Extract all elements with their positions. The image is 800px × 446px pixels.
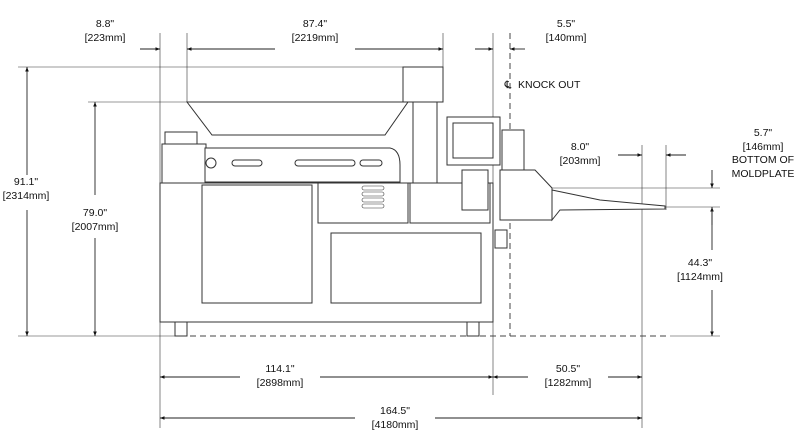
cap bbox=[164, 131, 198, 145]
moldplate-height-in: 44.3" bbox=[688, 257, 712, 269]
machine-side-view bbox=[159, 66, 666, 337]
knock-out-label: KNOCK OUT bbox=[518, 79, 581, 91]
right-foot bbox=[466, 321, 480, 337]
dimension-labels: 8.8" [223mm] 87.4" [2219mm] 5.5" [140mm]… bbox=[3, 18, 795, 431]
machine-length-mm: [2898mm] bbox=[257, 377, 304, 389]
mold-head bbox=[461, 169, 489, 211]
hopper-offset-in: 8.8" bbox=[96, 18, 115, 30]
knockout-offset-in: 5.5" bbox=[557, 18, 576, 30]
left-foot bbox=[174, 321, 188, 337]
column bbox=[412, 101, 438, 185]
lower-panel bbox=[330, 232, 482, 304]
hopper-height-in: 79.0" bbox=[83, 207, 107, 219]
machine-length-in: 114.1" bbox=[265, 363, 294, 375]
moldplate-gap-in: 5.7" bbox=[754, 127, 773, 139]
moldplate-height-mm: [1124mm] bbox=[677, 271, 723, 283]
hopper-offset-mm: [223mm] bbox=[85, 32, 126, 44]
discharge-length-in: 50.5" bbox=[556, 363, 580, 375]
overall-height-mm: [2314mm] bbox=[3, 190, 50, 202]
discharge-housing bbox=[499, 169, 553, 221]
overall-length-in: 164.5" bbox=[380, 405, 410, 417]
discharge-length-mm: [1282mm] bbox=[545, 377, 592, 389]
moldplate-gap-mm: [146mm] bbox=[743, 141, 784, 153]
hopper bbox=[185, 101, 409, 136]
hopper-height-mm: [2007mm] bbox=[72, 221, 119, 233]
conveyor-offset-mm: [203mm] bbox=[560, 155, 601, 167]
conveyor-offset-in: 8.0" bbox=[571, 141, 590, 153]
left-panel bbox=[201, 184, 313, 304]
knockout-offset-mm: [140mm] bbox=[546, 32, 587, 44]
overall-length-mm: [4180mm] bbox=[372, 419, 419, 431]
moldplate-label: MOLDPLATE bbox=[732, 168, 795, 180]
hopper-length-in: 87.4" bbox=[303, 18, 327, 30]
dimension-arrows bbox=[25, 47, 714, 420]
centerline-symbol: ℄ bbox=[504, 79, 512, 91]
discharge-conveyor bbox=[551, 189, 666, 222]
hopper-length-mm: [2219mm] bbox=[292, 32, 339, 44]
hopper-top-box bbox=[402, 66, 444, 103]
bottom-of-label: BOTTOM OF bbox=[732, 154, 794, 166]
motor-housing bbox=[317, 182, 409, 224]
overall-height-in: 91.1" bbox=[14, 176, 38, 188]
